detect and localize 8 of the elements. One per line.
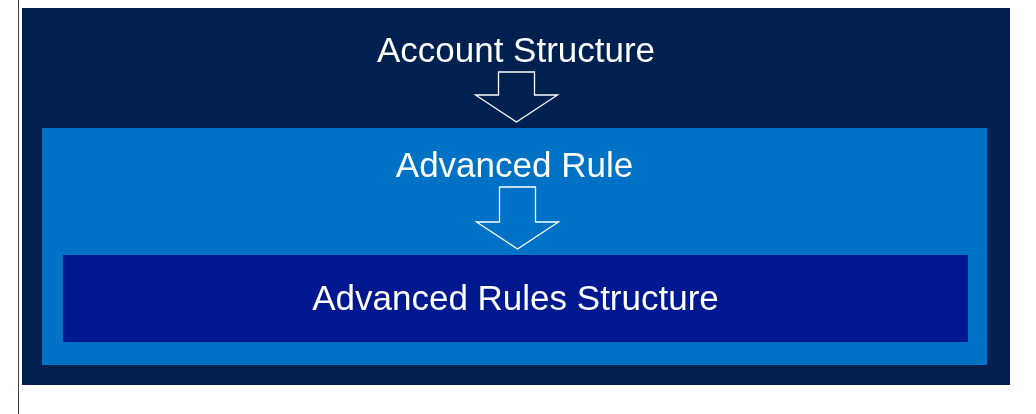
inner-panel bbox=[42, 128, 987, 365]
block-arrow bbox=[474, 186, 561, 250]
outer-panel bbox=[22, 8, 1010, 385]
innermost-panel bbox=[63, 255, 968, 342]
block-arrow bbox=[473, 71, 560, 123]
panel-title: Advanced Rule bbox=[395, 145, 634, 185]
panel-title: Account Structure bbox=[376, 30, 656, 70]
panel-title: Advanced Rules Structure bbox=[312, 278, 719, 318]
